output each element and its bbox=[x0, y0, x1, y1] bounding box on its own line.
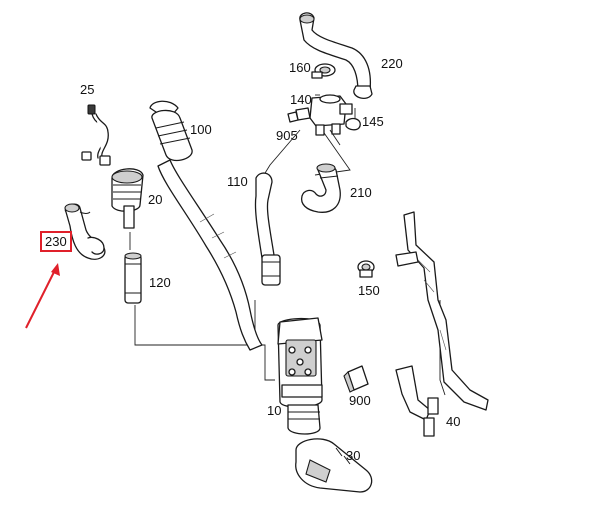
part-230-curved-hose bbox=[64, 203, 106, 260]
callout-220: 220 bbox=[381, 56, 403, 71]
part-25-wiring-harness bbox=[81, 104, 111, 166]
callout-10: 10 bbox=[267, 403, 282, 418]
part-110-hose bbox=[254, 172, 281, 286]
highlight-arrow bbox=[25, 263, 60, 329]
part-905-connector bbox=[287, 107, 311, 123]
callout-30: 30 bbox=[346, 448, 361, 463]
part-145-clip bbox=[345, 117, 361, 131]
callout-110: 110 bbox=[227, 174, 248, 189]
callout-100: 100 bbox=[190, 122, 212, 137]
part-20-bellows-housing bbox=[111, 168, 144, 229]
callout-230-highlighted[interactable]: 230 bbox=[40, 231, 72, 252]
part-140-valve bbox=[309, 94, 353, 136]
callout-900: 900 bbox=[349, 393, 371, 408]
part-220-upper-pipe bbox=[299, 12, 373, 100]
part-30-lower-hose bbox=[295, 438, 373, 493]
callout-160: 160 bbox=[289, 60, 311, 75]
callout-40: 40 bbox=[446, 414, 461, 429]
part-210-bent-hose bbox=[300, 163, 341, 213]
part-160-clamp bbox=[311, 63, 336, 79]
callout-210: 210 bbox=[350, 185, 372, 200]
part-150-grommet bbox=[357, 260, 375, 278]
part-120-tube bbox=[124, 252, 142, 304]
part-40-mount-bracket bbox=[395, 211, 489, 437]
callout-20: 20 bbox=[148, 192, 163, 207]
callout-140: 140 bbox=[290, 92, 312, 107]
part-10-main-unit bbox=[277, 317, 323, 435]
callout-150: 150 bbox=[358, 283, 380, 298]
callout-145: 145 bbox=[362, 114, 384, 129]
callout-905: 905 bbox=[276, 128, 298, 143]
callout-25: 25 bbox=[80, 82, 95, 97]
part-100-long-hose bbox=[149, 100, 263, 351]
callout-120: 120 bbox=[149, 275, 171, 290]
part-900-bracket bbox=[343, 365, 369, 393]
